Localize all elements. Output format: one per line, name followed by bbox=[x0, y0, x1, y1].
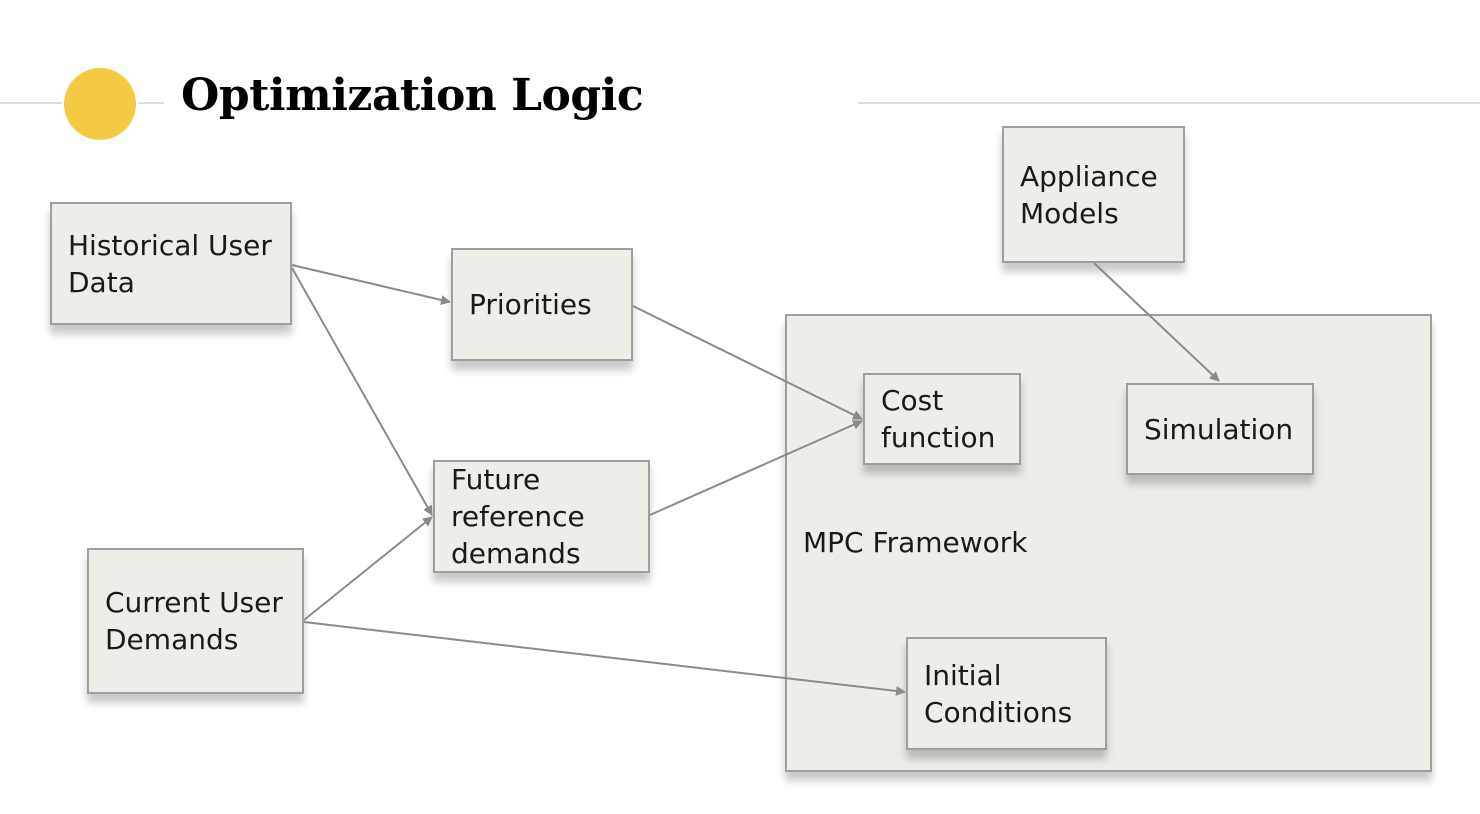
edge-future-reference-to-cost-function bbox=[649, 420, 863, 516]
node-historical-user-data: Historical User Data bbox=[50, 202, 292, 325]
mpc-framework-label: MPC Framework bbox=[803, 526, 1028, 559]
node-cost-function: Cost function bbox=[863, 373, 1021, 465]
node-historical-user-data-label: Historical User Data bbox=[68, 228, 272, 299]
node-initial-conditions: Initial Conditions bbox=[906, 637, 1107, 750]
node-appliance-models-label: Appliance Models bbox=[1020, 159, 1158, 230]
node-priorities-label: Priorities bbox=[469, 288, 592, 321]
node-initial-conditions-label: Initial Conditions bbox=[924, 658, 1073, 729]
edge-historical-to-future-reference bbox=[291, 267, 433, 516]
header-rule-right bbox=[858, 102, 1480, 104]
node-cost-function-label: Cost function bbox=[881, 384, 996, 454]
node-simulation-label: Simulation bbox=[1144, 412, 1294, 446]
edge-current-to-future-reference bbox=[303, 516, 433, 621]
mpc-framework-container bbox=[785, 314, 1432, 772]
edge-priorities-to-cost-function bbox=[632, 305, 863, 420]
edge-appliance-models-to-simulation bbox=[1093, 262, 1220, 382]
header-rule-middle bbox=[138, 102, 164, 104]
node-appliance-models: Appliance Models bbox=[1002, 126, 1185, 263]
node-future-reference-demands-label: Future reference demands bbox=[451, 463, 585, 570]
node-future-reference-demands: Future reference demands bbox=[433, 460, 650, 573]
edge-current-to-initial-conditions bbox=[303, 621, 906, 696]
node-current-user-demands-label: Current User Demands bbox=[105, 586, 283, 656]
accent-circle-icon bbox=[64, 68, 136, 140]
node-simulation: Simulation bbox=[1126, 383, 1314, 475]
page-title: Optimization Logic bbox=[181, 70, 644, 121]
edge-historical-to-priorities bbox=[291, 264, 451, 305]
header-rule-left bbox=[0, 102, 62, 104]
node-current-user-demands: Current User Demands bbox=[87, 548, 304, 694]
node-priorities: Priorities bbox=[451, 248, 633, 361]
